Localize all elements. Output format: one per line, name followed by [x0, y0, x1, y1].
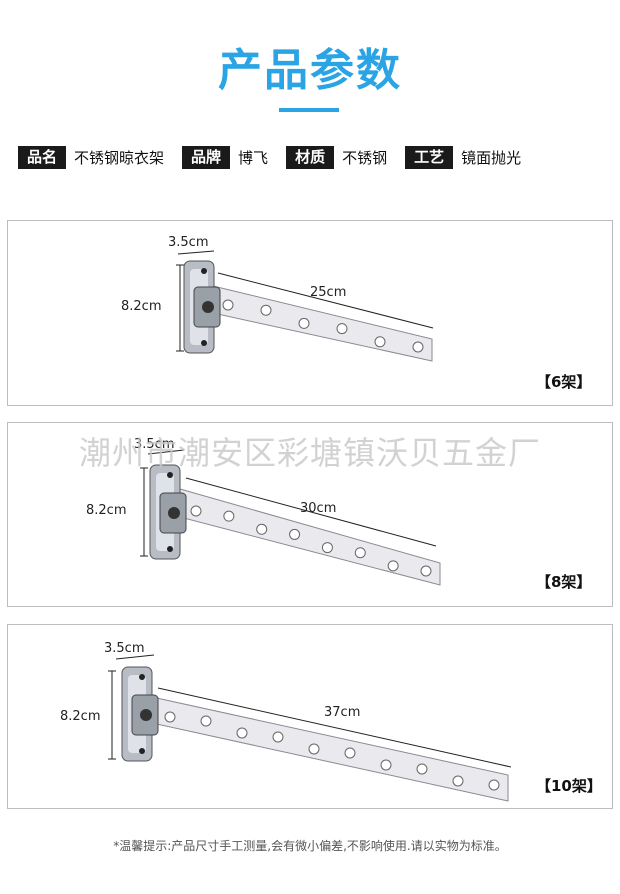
arm-hole — [260, 304, 272, 316]
page-title: 产品参数 — [218, 45, 402, 96]
arm-hole — [452, 775, 464, 787]
arm-hole — [412, 341, 424, 353]
product-panel-8: 3.5cm 8.2cm 30cm 【8架】 — [7, 422, 613, 607]
arm-hole — [344, 747, 356, 759]
arm-hole — [223, 510, 235, 522]
arm-hole — [387, 560, 399, 572]
arm-hole — [354, 547, 366, 559]
arm-hole — [420, 565, 432, 577]
arm-hole — [236, 727, 248, 739]
footer-note: *温馨提示:产品尺寸手工测量,会有微小偏差,不影响使用.请以实物为标准。 — [113, 839, 507, 853]
arm-hole — [272, 731, 284, 743]
param-label-material: 材质 — [286, 145, 335, 169]
arm-hole — [200, 715, 212, 727]
arm-hole — [298, 317, 310, 329]
arm-hole — [321, 542, 333, 554]
height-dimension: 8.2cm — [86, 503, 127, 518]
arm-hole — [222, 299, 234, 311]
param-value-name: 不锈钢晾衣架 — [74, 148, 165, 167]
param-label-craft: 工艺 — [405, 145, 454, 169]
param-row: 品名 不锈钢晾衣架 品牌 博飞 材质 不锈钢 工艺 镜面抛光 — [18, 145, 539, 169]
width-dimension: 3.5cm — [134, 437, 175, 452]
rack-illustration-8 — [140, 449, 441, 586]
rack-illustration-10 — [108, 654, 512, 802]
variant-tag: 【10架】 — [536, 777, 602, 795]
arm-hole — [164, 711, 176, 723]
arm-hole — [416, 763, 428, 775]
variant-tag: 【6架】 — [536, 373, 592, 391]
param-label-name: 品名 — [18, 145, 67, 169]
width-dimension: 3.5cm — [168, 235, 209, 250]
arm-hole — [256, 523, 268, 535]
param-label-brand: 品牌 — [182, 145, 231, 169]
rack-illustration-6 — [176, 250, 434, 362]
arm-hole — [380, 759, 392, 771]
arm-hole — [289, 528, 301, 540]
height-dimension: 8.2cm — [60, 709, 101, 724]
title-underline — [279, 108, 339, 112]
param-value-brand: 博飞 — [238, 148, 269, 167]
height-dimension: 8.2cm — [121, 299, 162, 314]
arm-hole — [190, 505, 202, 517]
watermark-text: 潮州市潮安区彩塘镇沃贝五金厂 — [78, 434, 541, 472]
length-dimension: 37cm — [324, 705, 361, 720]
param-value-material: 不锈钢 — [342, 148, 388, 167]
variant-tag: 【8架】 — [536, 573, 592, 591]
length-dimension: 30cm — [300, 501, 337, 516]
product-panel-6: 3.5cm 8.2cm 25cm 【6架】 — [7, 220, 613, 406]
width-dimension: 3.5cm — [104, 641, 145, 656]
product-panel-10: 3.5cm 8.2cm 37cm 【10架】 — [7, 624, 613, 809]
length-dimension: 25cm — [310, 285, 347, 300]
param-value-craft: 镜面抛光 — [461, 148, 522, 167]
arm-hole — [308, 743, 320, 755]
arm-hole — [374, 336, 386, 348]
arm-hole — [488, 779, 500, 791]
arm-hole — [336, 323, 348, 335]
